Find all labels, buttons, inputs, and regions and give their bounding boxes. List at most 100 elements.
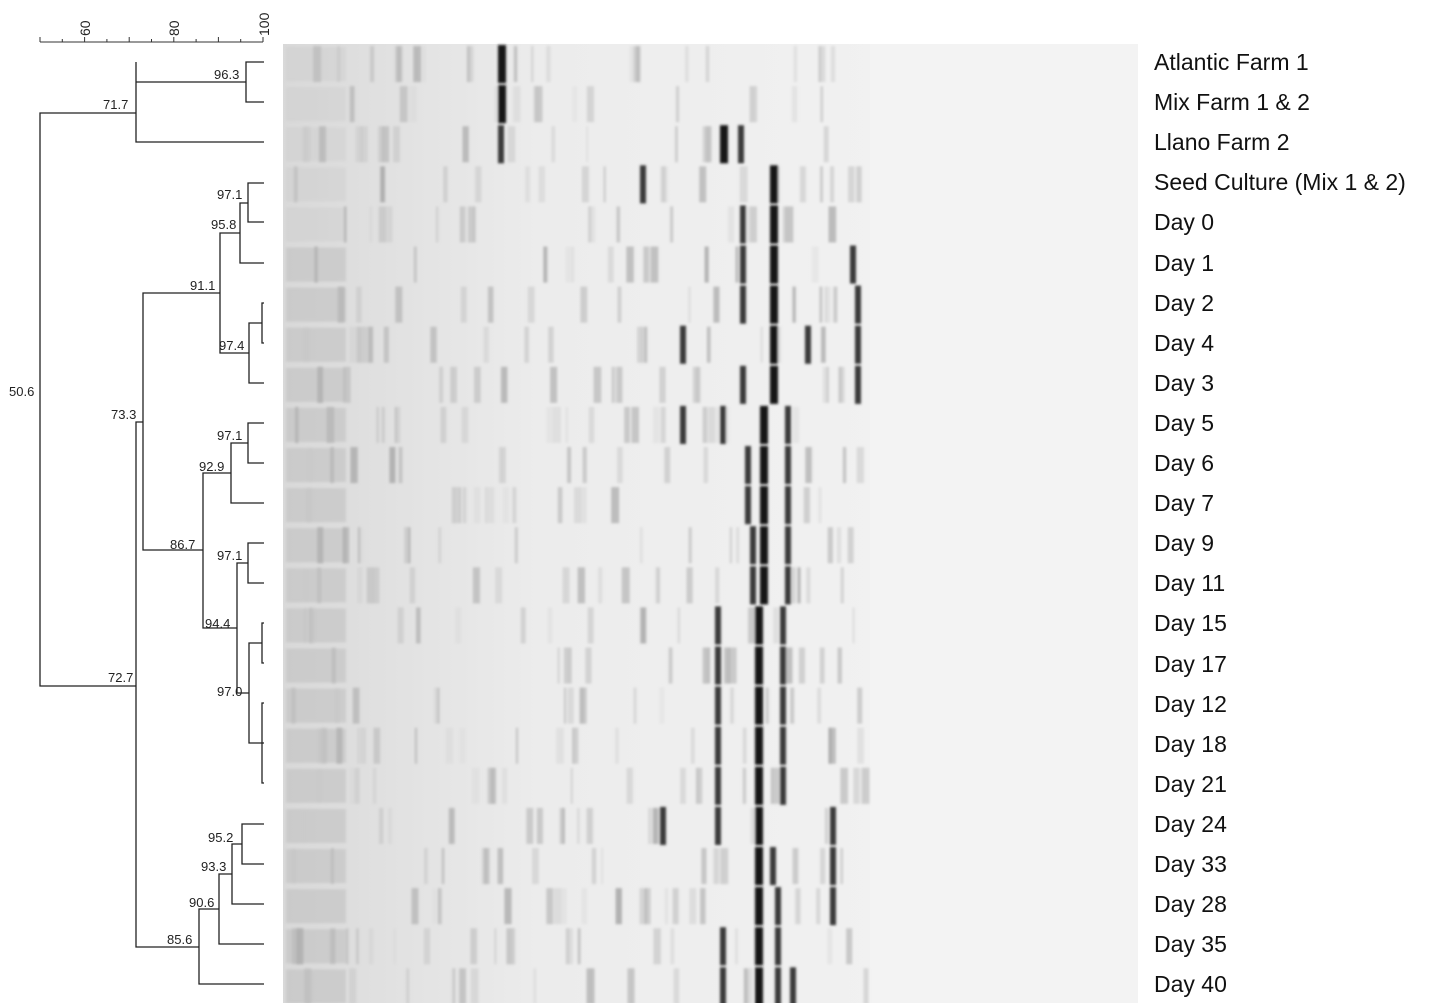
gel-band-strong — [780, 766, 786, 805]
gel-smear — [286, 568, 346, 603]
gel-band-faint — [659, 366, 666, 403]
node-label: 71.7 — [103, 97, 128, 112]
gel-band-faint — [370, 46, 375, 83]
gel-band-faint — [462, 206, 465, 243]
gel-band-faint — [359, 326, 368, 363]
gel-band-faint — [440, 406, 447, 443]
gel-band-strong — [755, 806, 763, 845]
gel-smear — [286, 448, 346, 483]
gel-band-faint — [701, 848, 707, 885]
gel-band-faint — [785, 647, 793, 684]
gel-smear — [286, 929, 346, 964]
gel-band-faint — [553, 888, 562, 925]
lane-label: Day 24 — [1154, 810, 1227, 837]
gel-band-strong — [755, 967, 763, 1003]
gel-band-faint — [395, 286, 403, 323]
gel-band-strong — [755, 686, 763, 725]
gel-band-strong — [785, 486, 791, 525]
gel-band-faint — [393, 126, 400, 163]
gel-band-faint — [593, 366, 602, 403]
gel-band-faint — [445, 727, 454, 764]
gel-band-faint — [640, 326, 643, 363]
gel-band-strong — [855, 285, 861, 324]
gel-band-faint — [782, 206, 787, 243]
gel-band-faint — [460, 286, 467, 323]
gel-band-faint — [376, 406, 379, 443]
node-labels: 96.3 71.7 97.1 95.8 91.1 97.4 50.6 73.3 … — [9, 67, 244, 947]
gel-band-strong — [785, 405, 791, 444]
gel-smear — [286, 167, 346, 202]
gel-band-strong — [770, 325, 778, 364]
gel-band-faint — [587, 607, 594, 644]
lane-label: Atlantic Farm 1 — [1154, 49, 1309, 75]
gel-smear — [286, 688, 346, 723]
gel-band-faint — [413, 246, 417, 283]
gel-band-strong — [830, 806, 836, 845]
gel-band-faint — [643, 326, 648, 363]
node-label: 94.4 — [205, 616, 230, 631]
scale-tick-80: 80 — [166, 20, 182, 36]
gel-band-faint — [820, 848, 826, 885]
gel-band-faint — [350, 447, 358, 484]
gel-band-strong — [720, 405, 726, 444]
gel-band-faint — [792, 286, 796, 323]
gel-band-faint — [559, 807, 564, 844]
gel-band-faint — [437, 888, 442, 925]
gel-band-faint — [735, 246, 739, 283]
gel-band-faint — [820, 166, 823, 203]
gel-band-faint — [407, 527, 411, 564]
gel-band-faint — [659, 687, 665, 724]
gel-band-faint — [749, 206, 757, 243]
node-label: 93.3 — [201, 859, 226, 874]
gel-band-faint — [452, 487, 457, 524]
gel-band-faint — [685, 46, 689, 83]
gel-band-strong — [738, 125, 744, 164]
gel-band-faint — [729, 527, 732, 564]
gel-band-faint — [675, 126, 678, 163]
gel-smear — [286, 207, 346, 242]
gel-band-faint — [670, 206, 674, 243]
gel-band-faint — [702, 406, 708, 443]
gel-band-faint — [458, 487, 461, 524]
gel-band-faint — [471, 767, 480, 804]
gel-band-faint — [705, 46, 710, 83]
gel-band-faint — [821, 326, 826, 363]
gel-band-faint — [861, 767, 870, 804]
gel-band-faint — [811, 246, 819, 283]
gel-band-faint — [734, 928, 739, 965]
gel-band-faint — [798, 647, 805, 684]
gel-band-faint — [715, 567, 720, 604]
gel-band-faint — [574, 487, 581, 524]
gel-band-faint — [598, 567, 603, 604]
gel-smear — [286, 889, 346, 924]
gel-band-faint — [497, 848, 504, 885]
gel-band-faint — [468, 46, 474, 83]
gel-band-faint — [672, 888, 679, 925]
gel-band-faint — [576, 807, 580, 844]
gel-smear — [286, 367, 346, 402]
gel-band-faint — [665, 888, 668, 925]
gel-band-strong — [780, 726, 786, 765]
gel-band-faint — [692, 366, 700, 403]
gel-band-strong — [740, 365, 746, 404]
gel-band-faint — [611, 487, 620, 524]
node-label: 97.1 — [217, 428, 242, 443]
gel-band-strong — [775, 927, 781, 966]
gel-band-faint — [603, 166, 606, 203]
gel-band-faint — [468, 206, 475, 243]
gel-band-faint — [546, 406, 554, 443]
lane-label: Day 21 — [1154, 770, 1227, 797]
gel-band-faint — [828, 727, 836, 764]
gel-band-faint — [557, 647, 560, 684]
gel-band-faint — [797, 567, 801, 604]
gel-band-faint — [746, 968, 753, 1003]
gel-band-faint — [617, 286, 622, 323]
gel-band-faint — [352, 687, 360, 724]
gel-band-faint — [852, 607, 855, 644]
node-label: 72.7 — [108, 670, 133, 685]
gel-band-faint — [536, 86, 543, 123]
gel-band-faint — [827, 527, 833, 564]
gel-band-faint — [728, 206, 735, 243]
gel-band-faint — [653, 406, 660, 443]
